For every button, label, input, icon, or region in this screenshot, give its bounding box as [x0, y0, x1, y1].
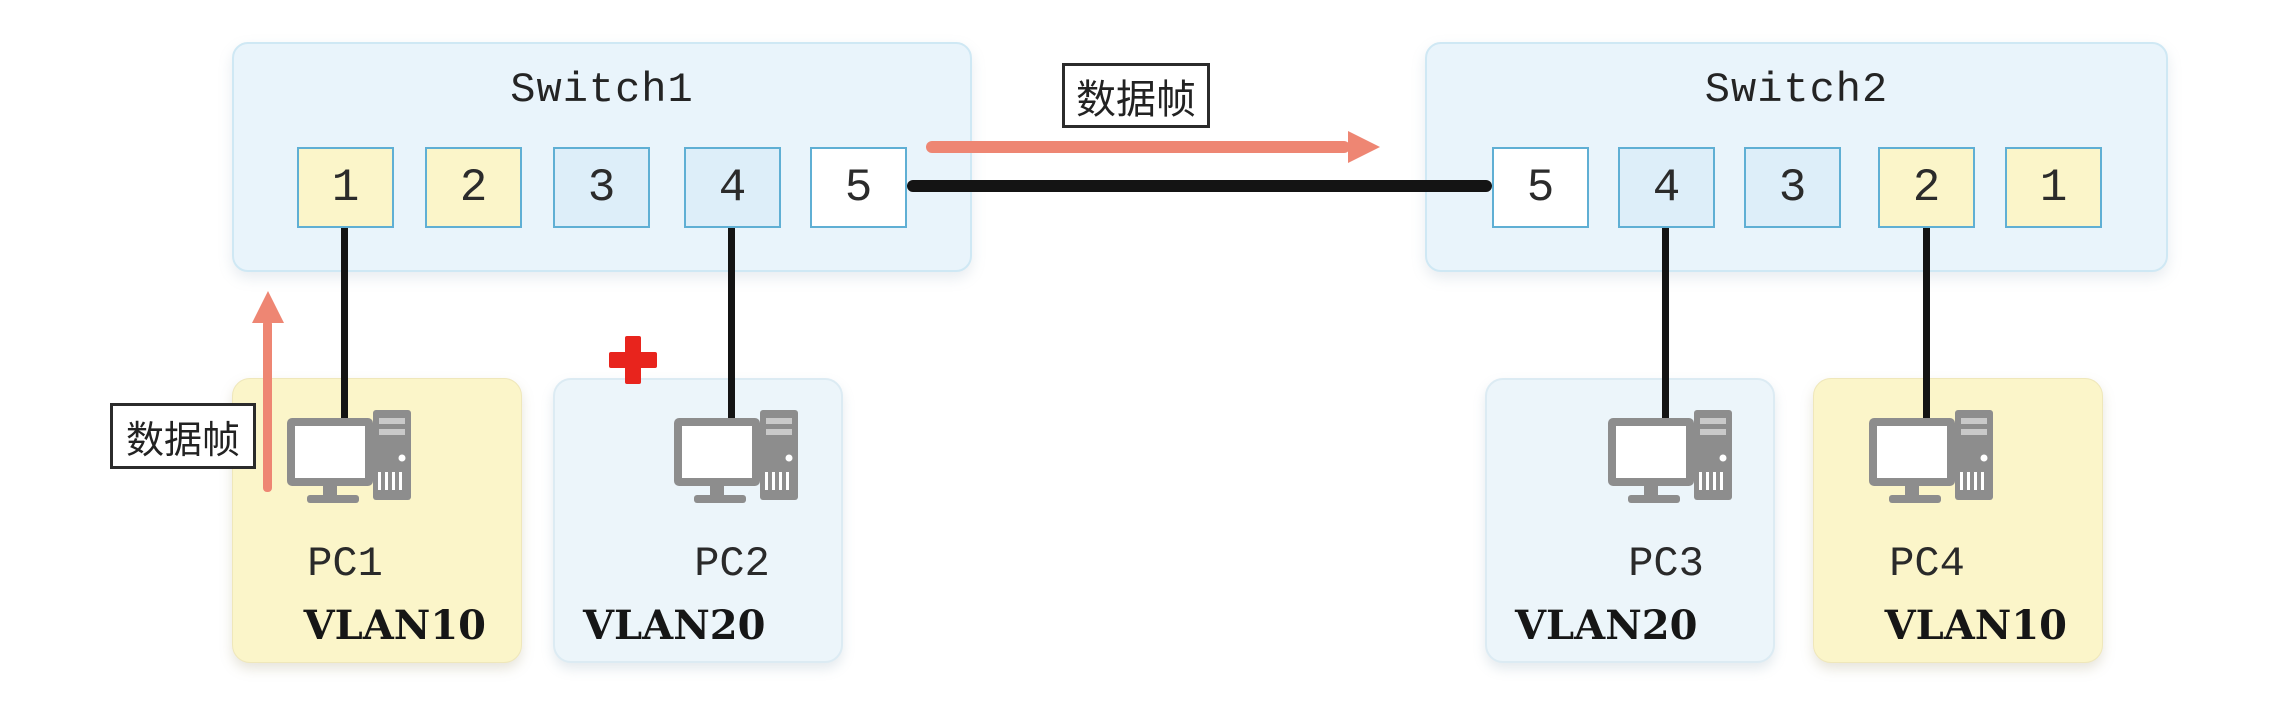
data-frame-label-left: 数据帧 [110, 403, 256, 469]
pc1-desktop-computer-icon [287, 410, 411, 503]
pc3-name-label: PC3 [1628, 540, 1704, 588]
switch1-port-1: 1 [297, 147, 394, 228]
switch1-port-5: 5 [810, 147, 907, 228]
switch1-title: Switch1 [510, 66, 694, 114]
data-frame-arrow-right-head-icon [1348, 131, 1380, 163]
switch1-port-2: 2 [425, 147, 522, 228]
switch1-port-3: 3 [553, 147, 650, 228]
data-frame-arrow-right-icon [926, 141, 1350, 153]
pc2-vlan-label: VLAN20 [583, 602, 766, 649]
pc1-name-label: PC1 [307, 540, 383, 588]
pc2-name-label: PC2 [694, 540, 770, 588]
pc4-vlan-label: VLAN10 [1884, 602, 2067, 649]
data-frame-label-top: 数据帧 [1062, 63, 1210, 128]
switch2-port-3: 3 [1744, 147, 1841, 228]
switch2-port-1: 1 [2005, 147, 2102, 228]
pc1-vlan-label: VLAN10 [303, 602, 486, 649]
pc4-name-label: PC4 [1889, 540, 1965, 588]
cable-switch1port4-pc2 [728, 228, 735, 425]
pc3-desktop-computer-icon [1608, 410, 1732, 503]
pc3-vlan-label: VLAN20 [1515, 602, 1698, 649]
switch2-title: Switch2 [1704, 66, 1889, 114]
cable-switch2port4-pc3 [1662, 228, 1669, 425]
red-cross-icon [609, 336, 657, 384]
pc4-desktop-computer-icon [1869, 410, 1993, 503]
switch2-port-5: 5 [1492, 147, 1589, 228]
trunk-cable [907, 180, 1492, 192]
switch1-port-4: 4 [684, 147, 781, 228]
cable-switch2port2-pc4 [1923, 228, 1930, 425]
data-frame-arrow-up-head-icon [252, 291, 284, 323]
cable-switch1port1-pc1 [341, 228, 348, 425]
pc2-desktop-computer-icon [674, 410, 798, 503]
switch2-port-2: 2 [1878, 147, 1975, 228]
switch2-port-4: 4 [1618, 147, 1715, 228]
data-frame-arrow-up-icon [263, 320, 272, 492]
